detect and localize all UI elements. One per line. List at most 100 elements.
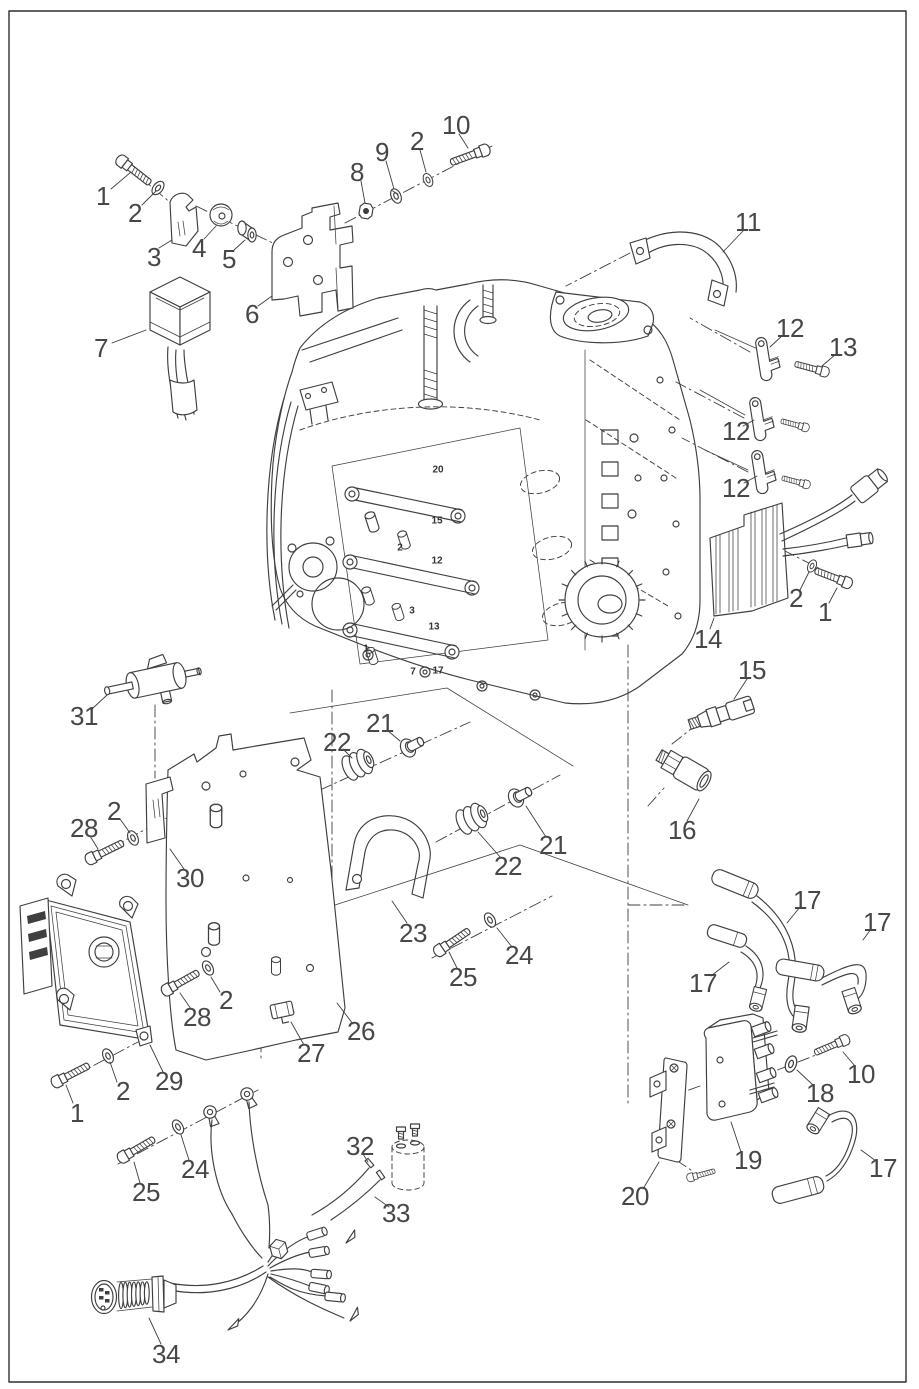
callout-label-2[interactable]: 2 (789, 583, 804, 613)
leader-line (828, 587, 838, 604)
callout-label-19[interactable]: 19 (734, 1145, 762, 1175)
position-mark-17: 17 (432, 666, 444, 677)
oil-pressure-switch-16 (655, 749, 712, 792)
throttle-body (271, 536, 365, 631)
callout-label-15[interactable]: 15 (738, 655, 766, 685)
leader-line (458, 133, 469, 149)
washer-24a (481, 910, 499, 930)
callout-label-23[interactable]: 23 (399, 918, 427, 948)
callout-label-17[interactable]: 17 (863, 907, 891, 937)
callout-label-8[interactable]: 8 (350, 157, 365, 187)
callout-label-12[interactable]: 12 (722, 473, 750, 503)
callout-label-1[interactable]: 1 (70, 1098, 85, 1128)
leader-line (477, 831, 502, 859)
washer-9 (387, 186, 405, 206)
leader-line (642, 1161, 660, 1190)
callout-label-33[interactable]: 33 (382, 1198, 410, 1228)
callout-label-2[interactable]: 2 (410, 126, 425, 156)
leader-line (374, 1196, 390, 1208)
callout-label-2[interactable]: 2 (116, 1076, 131, 1106)
screw-25b (114, 1133, 158, 1166)
position-mark-13: 13 (428, 622, 440, 633)
callout-label-27[interactable]: 27 (297, 1038, 325, 1068)
leader-line (786, 906, 801, 924)
callout-label-5[interactable]: 5 (222, 244, 237, 274)
page-border (8, 10, 907, 1383)
callout-label-1[interactable]: 1 (818, 597, 833, 627)
callout-label-2[interactable]: 2 (107, 796, 122, 826)
callout-label-24[interactable]: 24 (505, 940, 533, 970)
leader-line (169, 848, 185, 870)
callout-label-34[interactable]: 34 (152, 1339, 180, 1369)
washer-2d (124, 828, 142, 848)
callout-label-2[interactable]: 2 (219, 985, 234, 1015)
callout-label-30[interactable]: 30 (176, 863, 204, 893)
callout-label-4[interactable]: 4 (192, 233, 207, 263)
callout-label-10[interactable]: 10 (442, 110, 470, 140)
leader-line (179, 992, 192, 1010)
callout-label-14[interactable]: 14 (694, 624, 722, 654)
washer-24b (169, 1117, 187, 1137)
callout-label-17[interactable]: 17 (869, 1153, 897, 1183)
nut-8 (357, 201, 375, 221)
bushing-21a (396, 731, 428, 761)
leader-line (148, 1317, 162, 1345)
leader-line (686, 798, 700, 822)
callout-label-24[interactable]: 24 (181, 1154, 209, 1184)
spark-plug-wire-17d (771, 1107, 858, 1204)
screw-13 (793, 358, 831, 379)
bracket-30 (145, 776, 174, 844)
washer-2f (99, 1046, 117, 1066)
leader-line (111, 329, 147, 344)
callout-label-22[interactable]: 22 (323, 727, 351, 757)
parts-layer (19, 142, 889, 1331)
callout-label-20[interactable]: 20 (621, 1181, 649, 1211)
wire-clip-27 (269, 1000, 295, 1024)
leader-line (842, 1051, 856, 1067)
position-mark-2: 2 (397, 543, 403, 554)
callout-label-18[interactable]: 18 (806, 1078, 834, 1108)
callout-label-11[interactable]: 11 (735, 207, 762, 237)
callout-label-13[interactable]: 13 (829, 332, 857, 362)
leader-line (149, 1044, 164, 1073)
callout-label-26[interactable]: 26 (347, 1016, 375, 1046)
callout-label-21[interactable]: 21 (366, 708, 394, 738)
leader-line (821, 353, 837, 367)
callout-label-10[interactable]: 10 (847, 1059, 875, 1089)
callout-label-32[interactable]: 32 (346, 1131, 374, 1161)
callout-label-25[interactable]: 25 (449, 962, 477, 992)
leader-line (203, 225, 217, 240)
callout-label-31[interactable]: 31 (70, 701, 98, 731)
leader-line (386, 729, 401, 742)
temp-sensor-15 (687, 695, 756, 730)
callout-label-12[interactable]: 12 (722, 416, 750, 446)
callout-label-28[interactable]: 28 (70, 813, 98, 843)
callout-label-25[interactable]: 25 (132, 1177, 160, 1207)
bushing-21b (504, 781, 536, 811)
callout-label-1[interactable]: 1 (96, 181, 111, 211)
callout-label-17[interactable]: 17 (689, 968, 717, 998)
callout-label-3[interactable]: 3 (147, 242, 162, 272)
ecu-29 (19, 873, 153, 1047)
leader-line (496, 927, 513, 948)
callout-label-17[interactable]: 17 (793, 885, 821, 915)
position-mark-7: 7 (410, 667, 416, 678)
callout-label-6[interactable]: 6 (245, 299, 260, 329)
solenoid-valve-31 (103, 653, 202, 705)
callout-label-2[interactable]: 2 (128, 198, 143, 228)
leader-line (733, 678, 748, 700)
callout-label-21[interactable]: 21 (539, 830, 567, 860)
callout-label-29[interactable]: 29 (155, 1066, 183, 1096)
oil-filter-cap (558, 557, 646, 643)
callout-label-16[interactable]: 16 (668, 815, 696, 845)
ground-ring-terminals (201, 1085, 269, 1215)
callout-label-12[interactable]: 12 (776, 313, 804, 343)
position-mark-1: 1 (363, 644, 369, 655)
callout-label-9[interactable]: 9 (375, 137, 390, 167)
engine-mounted-coil (299, 381, 339, 425)
bracket-23 (345, 815, 431, 899)
callout-label-7[interactable]: 7 (94, 333, 109, 363)
callout-label-28[interactable]: 28 (183, 1002, 211, 1032)
callout-label-22[interactable]: 22 (494, 851, 522, 881)
